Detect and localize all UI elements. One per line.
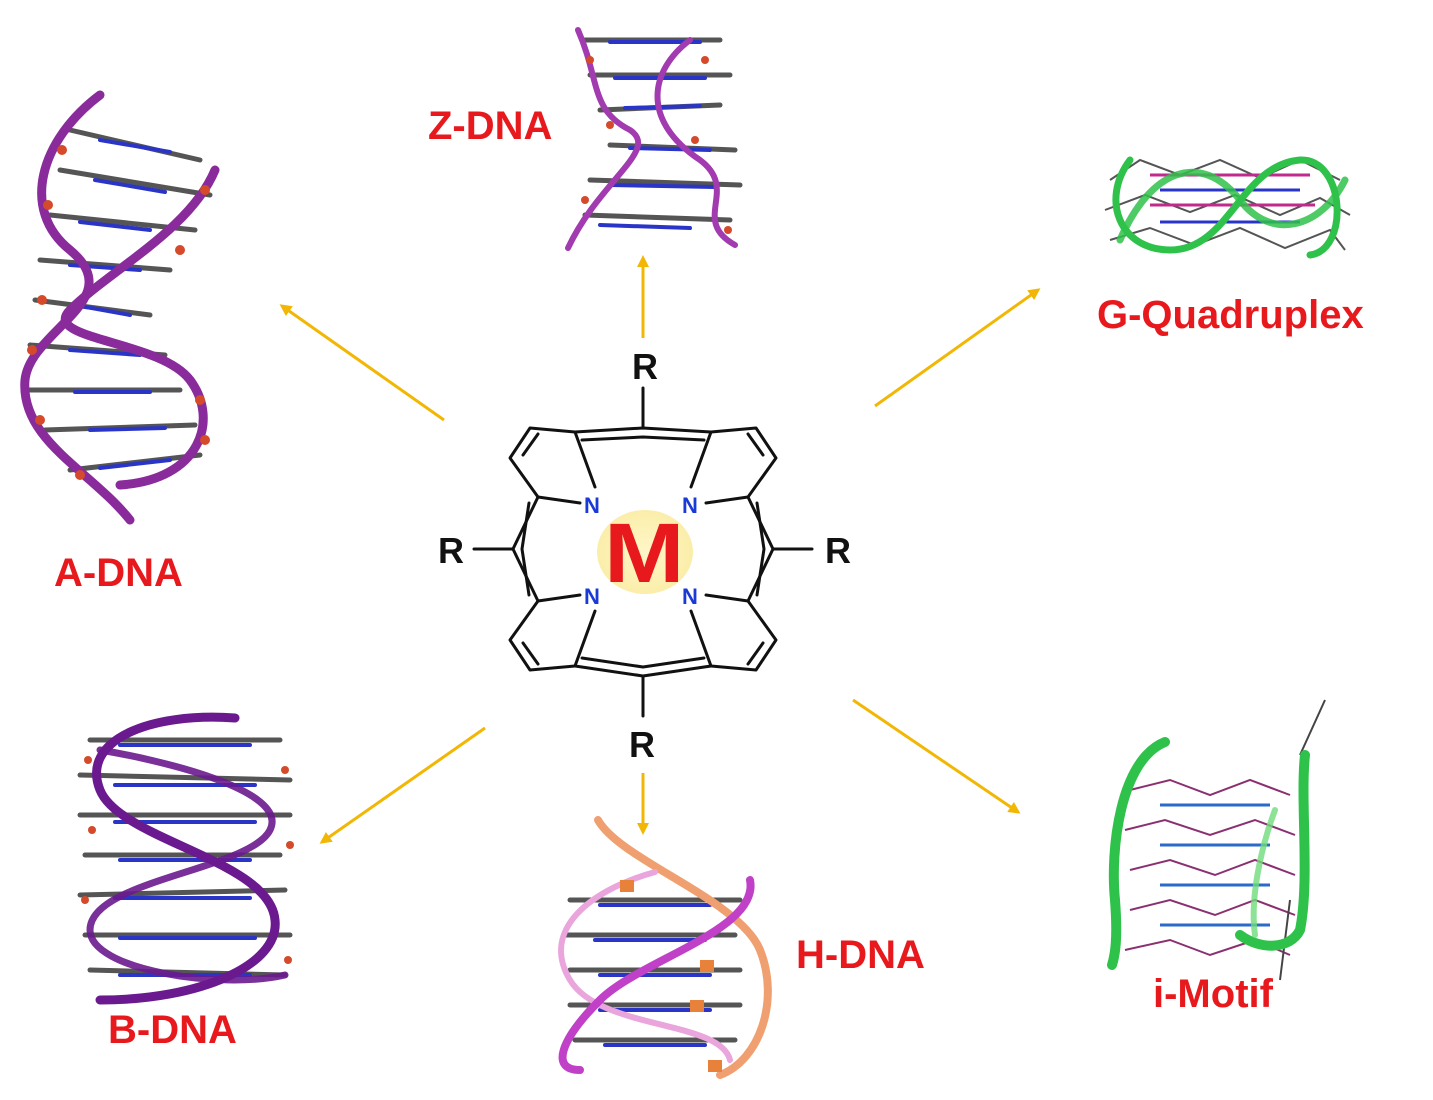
arrow-to-a-dna [279, 304, 445, 422]
substituent-r-bottom: R [629, 724, 655, 765]
label-b-dna: B-DNA [108, 1008, 237, 1052]
i-motif-model [1107, 699, 1326, 981]
nitrogen-bottom-right: N [682, 584, 698, 609]
metal-halo [597, 510, 693, 594]
arrow-to-i-motif [852, 698, 1021, 814]
g-quadruplex-model [1104, 156, 1351, 259]
label-z-dna: Z-DNA [428, 104, 553, 148]
arrow-to-g-quadruplex [874, 288, 1041, 408]
nitrogen-top-right: N [682, 493, 698, 518]
label-i-motif: i-Motif [1153, 972, 1273, 1016]
nitrogen-top-left: N [584, 493, 600, 518]
label-g-quadruplex: G-Quadruplex [1097, 293, 1364, 337]
b-dna-model [77, 712, 294, 1005]
nitrogen-bottom-left: N [584, 584, 600, 609]
label-a-dna: A-DNA [54, 551, 183, 595]
arrows [279, 255, 1041, 844]
substituent-r-right: R [825, 530, 851, 571]
substituent-r-top: R [632, 346, 658, 387]
a-dna-model [20, 90, 220, 525]
label-h-dna: H-DNA [796, 933, 925, 977]
arrow-to-b-dna [319, 726, 486, 844]
h-dna-model [558, 816, 772, 1079]
z-dna-model [565, 27, 743, 251]
substituent-r-left: R [438, 530, 464, 571]
metal-center-symbol: M [604, 506, 685, 600]
metalloporphyrin-structure [472, 386, 814, 718]
